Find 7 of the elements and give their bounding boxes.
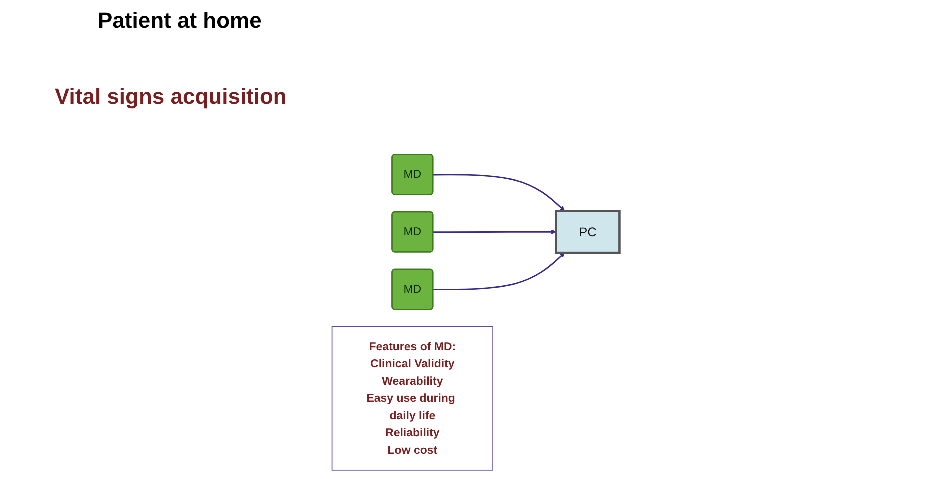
arrow: [433, 230, 556, 235]
node-box: Features of MD: Clinical Validity Wearability Easy use during daily life Reliability Low cost: [332, 326, 494, 471]
arrow: [433, 252, 566, 291]
section-label: Vital signs acquisition: [55, 84, 288, 110]
diagram-title: Patient at home: [98, 8, 263, 34]
node-box: PC: [555, 210, 621, 254]
arrow: [433, 174, 566, 212]
